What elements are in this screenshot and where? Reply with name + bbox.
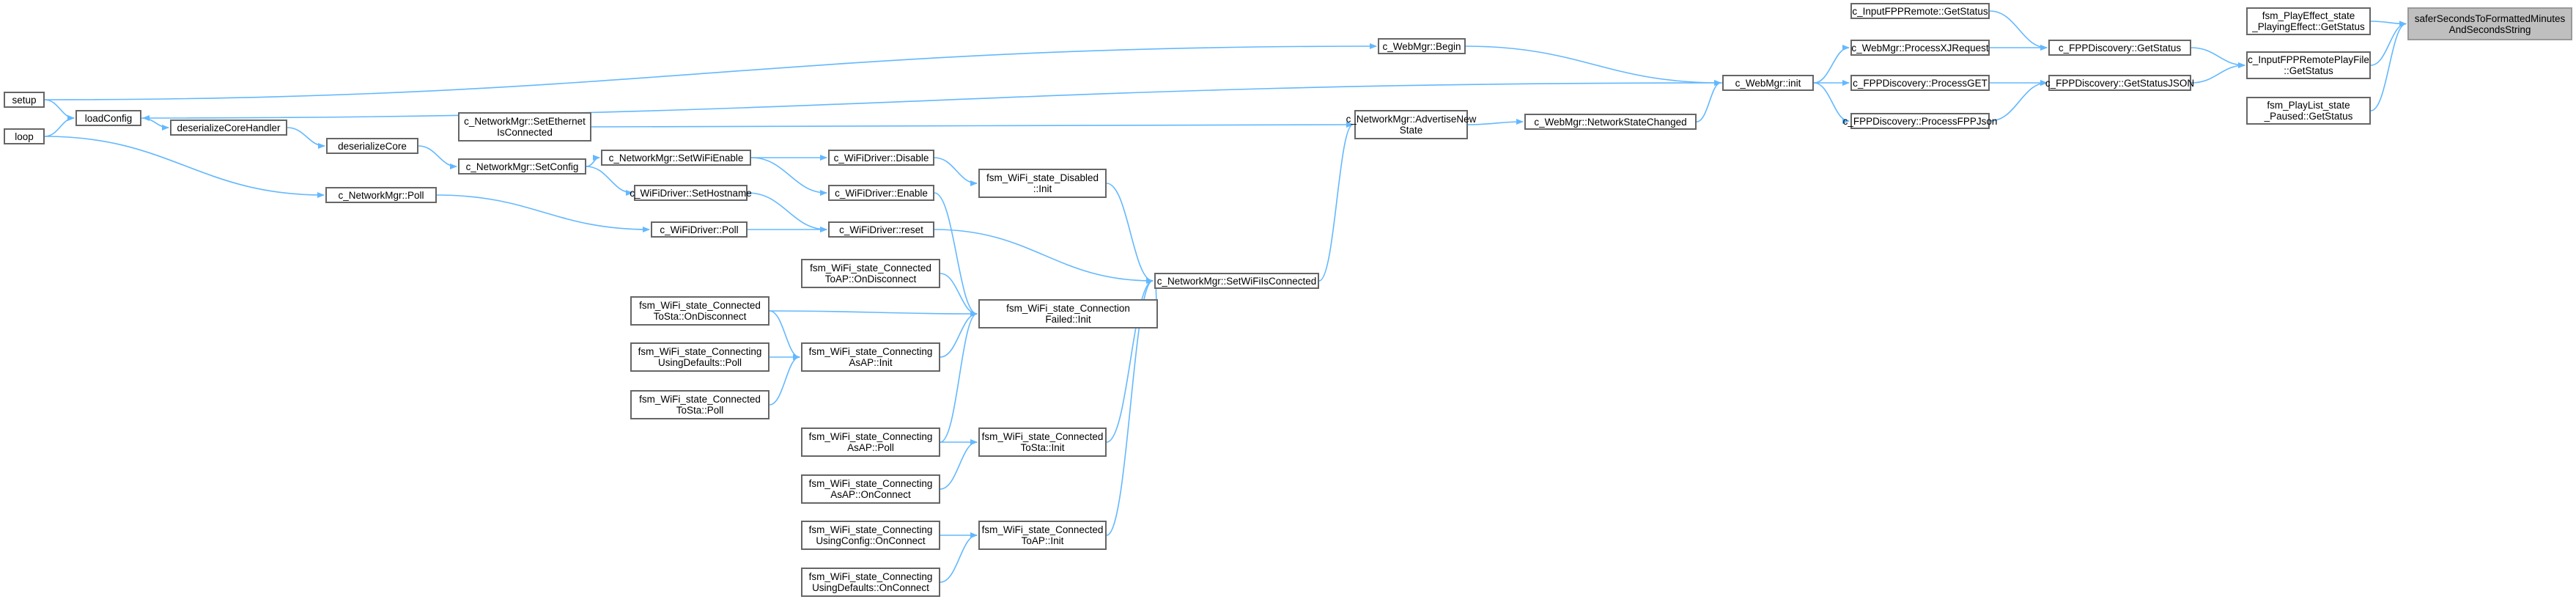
node-fppjson[interactable]: c_FPPDiscovery::GetStatusJSON xyxy=(2045,75,2194,91)
edge-webbegin-to-webinit xyxy=(1465,45,1721,86)
node-setup[interactable]: setup xyxy=(4,92,45,108)
node-asapinit[interactable]: fsm_WiFi_state_Connecting AsAP::Init xyxy=(801,342,940,372)
node-descore[interactable]: deserializeCore xyxy=(326,138,418,154)
node-stadisc[interactable]: fsm_WiFi_state_Connected ToSta::OnDiscon… xyxy=(630,296,770,326)
node-current: saferSecondsToFormattedMinutes AndSecond… xyxy=(2407,7,2572,40)
edge-deshandler-to-descore xyxy=(287,127,325,149)
node-procget[interactable]: c_FPPDiscovery::ProcessGET xyxy=(1850,75,1990,91)
node-cfinit[interactable]: fsm_WiFi_state_Connection Failed::Init xyxy=(978,299,1158,328)
node-cfgconn[interactable]: fsm_WiFi_state_Connecting UsingConfig::O… xyxy=(801,521,940,550)
node-asappoll[interactable]: fsm_WiFi_state_Connecting AsAP::Poll xyxy=(801,427,940,457)
node-setwifi[interactable]: c_NetworkMgr::SetWiFiIsConnected xyxy=(1154,273,1319,289)
edge-setwifi-to-advertise xyxy=(1318,122,1354,282)
node-webinit[interactable]: c_WebMgr::init xyxy=(1722,75,1814,91)
node-netchanged[interactable]: c_WebMgr::NetworkStateChanged xyxy=(1524,114,1697,130)
node-fppgetstatus[interactable]: c_FPPDiscovery::GetStatus xyxy=(2048,40,2191,56)
node-loop[interactable]: loop xyxy=(4,128,45,144)
edge-stainit-to-setwifi xyxy=(1106,278,1154,443)
node-fppplay[interactable]: c_InputFPPRemotePlayFile ::GetStatus xyxy=(2246,51,2371,79)
edge-stapoll-to-asapinit xyxy=(769,354,800,405)
edge-webinit-to-xjreq xyxy=(1813,45,1850,84)
node-xjreq[interactable]: c_WebMgr::ProcessXJRequest xyxy=(1850,40,1990,56)
edge-defconn-to-apinit xyxy=(940,532,978,583)
node-playlist[interactable]: fsm_PlayList_state _Paused::GetStatus xyxy=(2246,97,2371,125)
edge-fppjson-to-fppplay xyxy=(2191,62,2245,84)
edge-loadconfig-to-deshandler xyxy=(141,117,169,131)
edge-loop-to-loadconfig xyxy=(44,115,75,137)
edge-apdisc-to-cfinit xyxy=(940,273,978,317)
edge-nmpoll-to-wdpoll xyxy=(436,194,650,232)
node-defpoll[interactable]: fsm_WiFi_state_Connecting UsingDefaults:… xyxy=(630,342,770,372)
node-setether[interactable]: c_NetworkMgr::SetEthernet IsConnected xyxy=(458,112,591,142)
edge-webinit-to-loadconfig xyxy=(142,82,1723,121)
edge-setether-to-advertise xyxy=(591,122,1354,128)
edge-webinit-to-procfppjson xyxy=(1813,82,1850,124)
edge-setwifien-to-wdenable xyxy=(750,157,827,196)
edge-netchanged-to-webinit xyxy=(1696,80,1721,122)
edge-setconfig-to-setwifien xyxy=(586,155,600,167)
node-advertise[interactable]: c_NetworkMgr::AdvertiseNew State xyxy=(1346,110,1476,139)
node-loadconfig[interactable]: loadConfig xyxy=(75,110,141,126)
node-procfppjson[interactable]: c_FPPDiscovery::ProcessFPPJson xyxy=(1843,113,1997,129)
node-fppremote[interactable]: c_InputFPPRemote::GetStatus xyxy=(1850,3,1990,19)
node-setwifien[interactable]: c_NetworkMgr::SetWiFiEnable xyxy=(601,150,751,166)
edge-descore-to-setconfig xyxy=(418,145,457,169)
node-wdenable[interactable]: c_WiFiDriver::Enable xyxy=(828,185,934,201)
edge-fppremote-to-fppgetstatus xyxy=(1989,10,2048,51)
node-stainit[interactable]: fsm_WiFi_state_Connected ToSta::Init xyxy=(978,427,1107,457)
edge-setup-to-webbegin xyxy=(44,43,1377,100)
edge-stadisc-to-asapinit xyxy=(769,310,800,360)
node-apdisc[interactable]: fsm_WiFi_state_Connected ToAP::OnDisconn… xyxy=(801,259,940,288)
node-setconfig[interactable]: c_NetworkMgr::SetConfig xyxy=(458,158,586,175)
edge-playlist-to-current xyxy=(2370,21,2407,111)
node-wddisable[interactable]: c_WiFiDriver::Disable xyxy=(828,150,934,166)
edge-playeff-to-current xyxy=(2370,21,2407,27)
node-playeff[interactable]: fsm_PlayEffect_state _PlayingEffect::Get… xyxy=(2246,7,2371,35)
node-nmpoll[interactable]: c_NetworkMgr::Poll xyxy=(325,187,437,203)
edge-wdreset-to-setwifi xyxy=(934,229,1154,284)
edge-setconfig-to-sethost xyxy=(586,166,633,196)
edge-apinit-to-setwifi xyxy=(1106,278,1154,536)
edge-advertise-to-netchanged xyxy=(1467,119,1524,125)
node-asapconn[interactable]: fsm_WiFi_state_Connecting AsAP::OnConnec… xyxy=(801,474,940,504)
node-stapoll[interactable]: fsm_WiFi_state_Connected ToSta::Poll xyxy=(630,390,770,419)
edge-loop-to-nmpoll xyxy=(44,136,325,198)
node-apinit[interactable]: fsm_WiFi_state_Connected ToAP::Init xyxy=(978,521,1107,550)
edge-wdenable-to-cfinit xyxy=(934,192,978,317)
node-wdreset[interactable]: c_WiFiDriver::reset xyxy=(828,221,934,238)
node-wdpoll[interactable]: c_WiFiDriver::Poll xyxy=(651,221,748,238)
edge-asappoll-to-cfinit xyxy=(940,311,978,443)
edge-fppplay-to-current xyxy=(2370,21,2407,66)
node-sethost[interactable]: c_WiFiDriver::SetHostname xyxy=(630,185,752,201)
edge-sethost-to-wdreset xyxy=(747,192,827,232)
node-defconn[interactable]: fsm_WiFi_state_Connecting UsingDefaults:… xyxy=(801,568,940,597)
edge-asapconn-to-stainit xyxy=(940,439,978,490)
edge-disinit-to-setwifi xyxy=(1106,183,1154,284)
edge-wddisable-to-disinit xyxy=(934,157,978,186)
edge-setup-to-loadconfig xyxy=(44,99,75,121)
edge-procfppjson-to-fppjson xyxy=(1989,80,2048,122)
node-deshandler[interactable]: deserializeCoreHandler xyxy=(170,120,287,136)
edge-fppgetstatus-to-fppplay xyxy=(2191,47,2245,68)
node-webbegin[interactable]: c_WebMgr::Begin xyxy=(1378,38,1466,54)
node-disinit[interactable]: fsm_WiFi_state_Disabled ::Init xyxy=(978,169,1107,198)
edge-stadisc-to-cfinit xyxy=(769,310,978,317)
